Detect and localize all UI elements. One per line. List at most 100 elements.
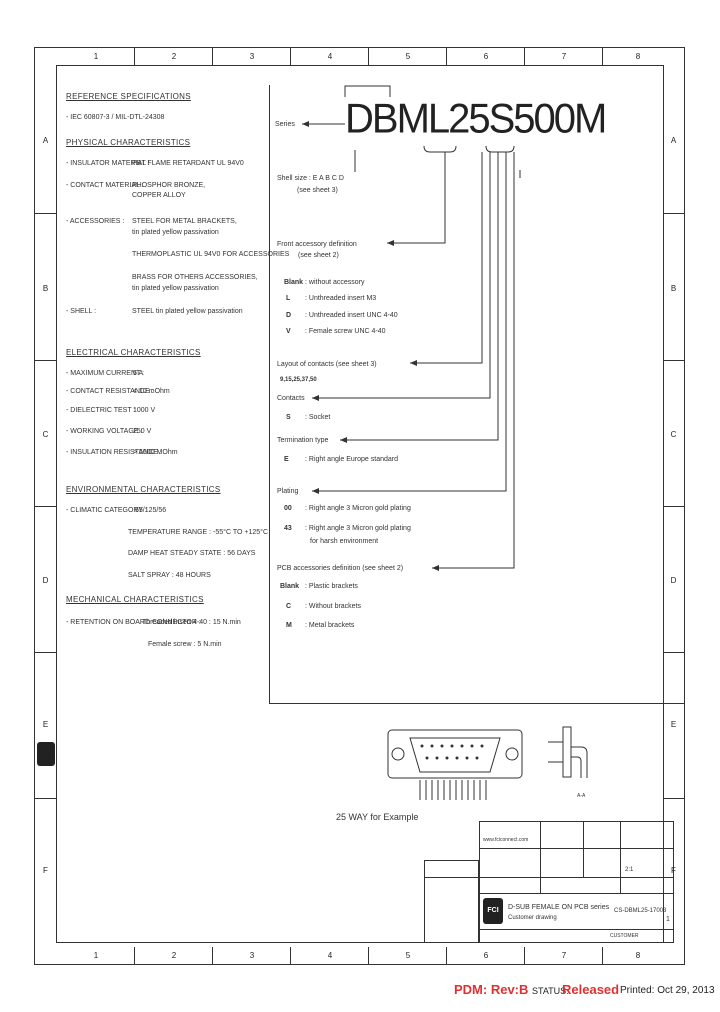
contacts-label: Contacts <box>277 395 305 402</box>
front-code: Blank <box>284 279 304 286</box>
view-divider <box>269 703 685 704</box>
phys-key: - ACCESSORIES : <box>66 218 125 225</box>
shell-sub: (see sheet 3) <box>297 187 338 194</box>
phys-val: tin plated yellow passivation <box>132 229 219 236</box>
shell-label: Shell size : E A B C D <box>277 175 344 182</box>
plating-code: 00 <box>284 505 292 512</box>
phys-val: THERMOPLASTIC UL 94V0 FOR ACCESSORIES <box>132 251 290 258</box>
zone-col-label: 4 <box>327 951 333 960</box>
zone-col-label: 6 <box>483 951 489 960</box>
plating-desc: : Right angle 3 Micron gold plating <box>305 505 411 512</box>
elec-title: ELECTRICAL CHARACTERISTICS <box>66 348 201 357</box>
phys-val: BRASS FOR OTHERS ACCESSORIES, <box>132 274 258 281</box>
layout-values: 9,15,25,37,50 <box>280 377 317 383</box>
front-label: Front accessory definition <box>277 241 357 248</box>
zone-col-label: 7 <box>561 951 567 960</box>
printed-date: Printed: Oct 29, 2013 <box>620 985 715 996</box>
front-code: V <box>286 328 291 335</box>
website: www.fciconnect.com <box>483 837 529 843</box>
elec-val: > 5000 MOhm <box>133 449 178 456</box>
zone-col-label: 3 <box>249 951 255 960</box>
zone-row-label: E <box>42 720 49 729</box>
phys-val: PBT FLAME RETARDANT UL 94V0 <box>132 160 244 167</box>
section-view-label: A-A <box>577 793 586 799</box>
pcb-code: Blank <box>280 583 300 590</box>
zone-col-label: 8 <box>635 52 641 61</box>
doc-number: CS-DBML25-17003 <box>614 908 667 914</box>
pcb-desc: : Plastic brackets <box>305 583 358 590</box>
zone-col-label: 2 <box>171 951 177 960</box>
layout-label: Layout of contacts (see sheet 3) <box>277 361 377 368</box>
zone-row-label: A <box>42 136 49 145</box>
doc-title: D-SUB FEMALE ON PCB series <box>508 904 610 911</box>
part-number: DBML25S500M <box>345 95 607 143</box>
zone-col-label: 5 <box>405 52 411 61</box>
elec-val: < 10 mOhm <box>133 388 170 395</box>
elec-key: - DIELECTRIC TEST : <box>66 407 136 414</box>
zone-col-label: 2 <box>171 52 177 61</box>
zone-col-label: 6 <box>483 52 489 61</box>
front-code: L <box>286 295 291 302</box>
phys-val: STEEL tin plated yellow passivation <box>132 308 243 315</box>
scale: 2:1 <box>625 867 634 873</box>
zone-col-label: 8 <box>635 951 641 960</box>
phys-val: COPPER ALLOY <box>132 192 186 199</box>
elec-val: 5 A <box>133 370 144 377</box>
env-val: 55/125/56 <box>135 507 167 514</box>
contacts-desc: : Socket <box>305 414 331 421</box>
elec-key: - WORKING VOLTAGE : <box>66 428 143 435</box>
phys-key: - INSULATOR MATERIAL : <box>66 160 150 167</box>
ref-spec-title: REFERENCE SPECIFICATIONS <box>66 92 191 101</box>
phys-val: tin plated yellow passivation <box>132 285 219 292</box>
term-desc: : Right angle Europe standard <box>305 456 399 463</box>
customer: CUSTOMER <box>610 933 639 939</box>
term-code: E <box>284 456 289 463</box>
elec-key: - MAXIMUM CURRENT : <box>66 370 145 377</box>
env-key: - CLIMATIC CATEGORY : <box>66 507 147 514</box>
zone-col-label: 3 <box>249 52 255 61</box>
front-code: D <box>286 312 292 319</box>
zone-row-label: A <box>670 136 677 145</box>
env-val: DAMP HEAT STEADY STATE : 56 DAYS <box>128 550 256 557</box>
zone-row-label: C <box>670 430 677 439</box>
fci-logo-side <box>37 742 55 766</box>
status-label: STATUS: <box>532 986 569 996</box>
connector-front-view <box>387 729 523 800</box>
top-zone-row: 1 2 3 4 5 6 7 8 <box>35 48 684 65</box>
phys-val: PHOSPHOR BRONZE, <box>132 182 206 189</box>
bottom-zone-row: 1 2 3 4 5 6 7 8 <box>35 947 684 964</box>
term-label: Termination type <box>277 437 329 444</box>
sheet-number: 1 <box>666 916 670 923</box>
plating-code: 43 <box>284 525 292 532</box>
front-desc: : Female screw UNC 4-40 <box>305 328 386 335</box>
front-desc: : Unthreaded insert UNC 4-40 <box>305 312 398 319</box>
connector-side-view <box>548 726 588 778</box>
front-desc: : Unthreaded insert M3 <box>305 295 377 302</box>
zone-row-label: D <box>670 576 677 585</box>
pcb-desc: : Metal brackets <box>305 622 355 629</box>
elec-val: 1000 V <box>133 407 156 414</box>
zone-col-label: 1 <box>93 52 99 61</box>
zone-col-label: 1 <box>93 951 99 960</box>
phys-key: - CONTACT MATERIAL : <box>66 182 144 189</box>
phys-key: - SHELL : <box>66 308 97 315</box>
zone-col-label: 4 <box>327 52 333 61</box>
mech-title: MECHANICAL CHARACTERISTICS <box>66 595 204 604</box>
fci-logo: FCI <box>483 898 503 924</box>
pcb-desc: : Without brackets <box>305 603 362 610</box>
plating-label: Plating <box>277 488 299 495</box>
series-label: Series <box>275 121 295 128</box>
mech-val: Female screw : 5 N.min <box>148 641 222 648</box>
plating-desc: for harsh environment <box>310 538 379 545</box>
example-caption: 25 WAY for Example <box>336 812 419 822</box>
zone-col-label: 7 <box>561 52 567 61</box>
zone-col-label: 5 <box>405 951 411 960</box>
zone-row-label: E <box>670 720 677 729</box>
zone-row-label: F <box>43 866 48 875</box>
mech-key: - RETENTION ON BOARD CONNECTOR : <box>66 619 201 626</box>
contacts-code: S <box>286 414 291 421</box>
env-val: SALT SPRAY : 48 HOURS <box>128 572 211 579</box>
drawing-sheet: 1 2 3 4 5 6 7 8 1 2 3 4 5 6 7 8 A B C D … <box>34 47 685 965</box>
phys-title: PHYSICAL CHARACTERISTICS <box>66 138 191 147</box>
